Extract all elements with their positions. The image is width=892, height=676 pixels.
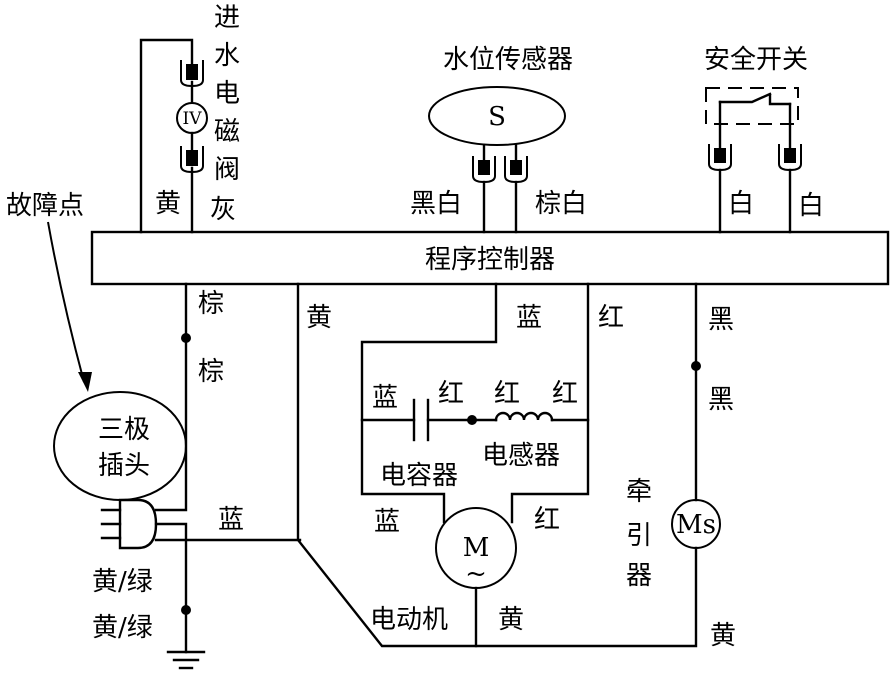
traction-symbol [671, 499, 721, 549]
wire-label-white-right: 白 [798, 191, 824, 221]
wire-brown [154, 282, 188, 512]
inlet-valve-char-2: 水 [214, 41, 240, 71]
wire-label-yellow-main: 黄 [306, 303, 332, 333]
wire-label-red-motor: 红 [534, 505, 560, 535]
inlet-valve-connector-bottom [186, 150, 198, 166]
motor-tilde: ~ [465, 559, 487, 589]
program-controller-label: 程序控制器 [425, 245, 555, 275]
motor-label: 电动机 [370, 605, 448, 635]
wire-label-yellow-motor: 黄 [498, 605, 524, 635]
plug-label-line-1: 三极 [98, 415, 150, 445]
water-level-sensor-symbol: S [488, 102, 506, 132]
ground-symbol [166, 650, 206, 670]
fault-point-label: 故障点 [6, 191, 84, 221]
inlet-valve-symbol-label: IV [183, 109, 203, 129]
inlet-valve-wiring: IV [139, 38, 208, 234]
junction-brown [181, 333, 191, 343]
fault-point-arrow [47, 221, 85, 383]
inlet-valve-char-1: 进 [214, 3, 240, 33]
inlet-valve-char-4: 磁 [214, 117, 240, 147]
inlet-valve-char-3: 电 [214, 79, 240, 109]
inductor-symbol [494, 411, 554, 422]
safety-switch-label: 安全开关 [704, 45, 808, 75]
wire-label-yellow-green-bottom: 黄/绿 [92, 613, 153, 643]
wire-label-red-capacitor: 红 [438, 379, 464, 409]
wire-label-red-inductor-left: 红 [494, 379, 520, 409]
junction-black [691, 361, 701, 371]
wire-red-motor-feed [510, 282, 590, 524]
traction-label-char-2: 引 [626, 521, 652, 551]
wire-label-grey: 灰 [210, 195, 236, 225]
motor-symbol-label: M [463, 533, 490, 563]
wire-label-brown-top: 棕 [198, 289, 224, 319]
wire-label-yellow-valve: 黄 [155, 189, 181, 219]
wire-label-black-top: 黑 [708, 305, 734, 335]
wire-blue-motor-feed [360, 282, 498, 524]
plug-label-line-2: 插头 [98, 451, 150, 481]
wire-label-black-white: 黑白 [410, 189, 462, 219]
wire-label-white-left: 白 [728, 189, 754, 219]
traction-symbol-label: Ms [676, 510, 716, 540]
water-level-sensor [428, 86, 566, 234]
wire-yellow-main [296, 282, 698, 648]
wire-label-yellow-traction: 黄 [710, 621, 736, 651]
program-controller-box [90, 230, 890, 286]
wire-yellow-green [154, 522, 188, 654]
inlet-valve-connector-top [186, 64, 198, 80]
safety-switch [705, 87, 802, 234]
wire-label-blue-motor: 蓝 [374, 507, 400, 537]
traction-label-char-1: 牵 [626, 477, 652, 507]
inlet-valve-char-5: 阀 [214, 155, 240, 185]
wire-label-brown-bottom: 棕 [198, 357, 224, 387]
wire-label-blue-plug: 蓝 [218, 505, 244, 535]
wire-label-brown-white: 棕白 [535, 189, 587, 219]
wire-label-red-top: 红 [598, 303, 624, 333]
capacitor-label: 电容器 [380, 461, 458, 491]
wire-label-yellow-green-top: 黄/绿 [92, 567, 153, 597]
wire-label-blue-top: 蓝 [516, 303, 542, 333]
traction-label-char-3: 器 [626, 561, 652, 591]
capacitor-symbol [412, 398, 430, 442]
wire-label-red-inductor-right: 红 [552, 379, 578, 409]
water-level-sensor-label: 水位传感器 [443, 45, 573, 75]
wire-label-black-bottom: 黑 [708, 385, 734, 415]
wire-label-blue-capacitor: 蓝 [372, 383, 398, 413]
junction-ground [181, 605, 191, 615]
inductor-label: 电感器 [482, 441, 560, 471]
